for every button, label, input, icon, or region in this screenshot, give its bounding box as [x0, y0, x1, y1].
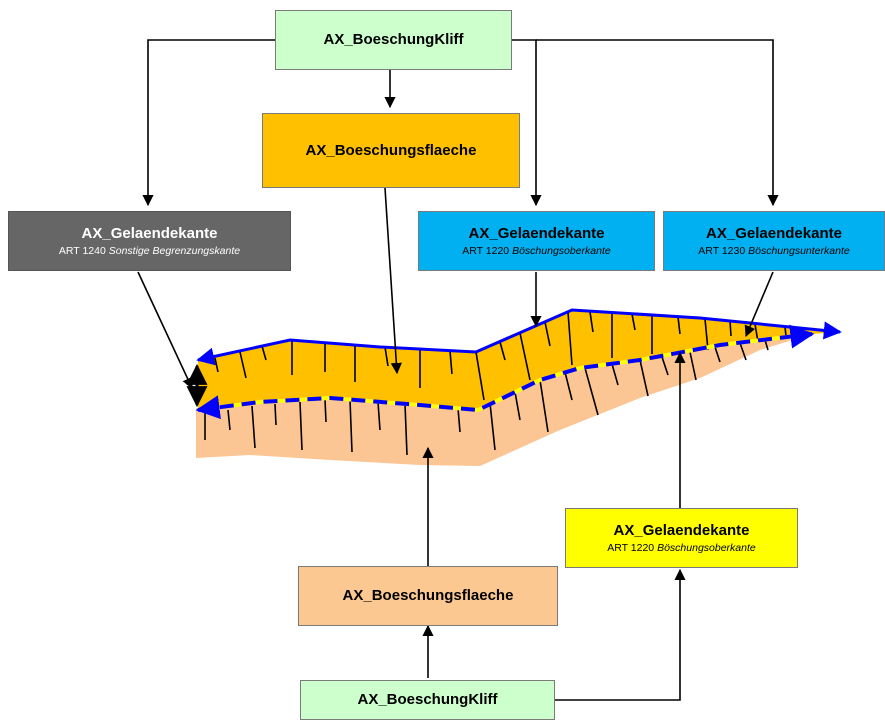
gelaendekante-cyan-1-desc: Böschungsoberkante [512, 244, 611, 257]
gelaendekante-grey-title: AX_Gelaendekante [81, 224, 218, 242]
gelaendekante-cyan-1-title: AX_Gelaendekante [468, 224, 605, 242]
top-connectors [142, 39, 779, 207]
bottom-connectors [422, 351, 686, 701]
gelaendekante-cyan-1-box: AX_Gelaendekante ART 1220 Böschungsoberk… [418, 211, 655, 271]
bottom-boeschungsflaeche-title: AX_Boeschungsflaeche [342, 587, 514, 604]
pointer-lines [137, 187, 774, 390]
top-boeschungkliff-title: AX_BoeschungKliff [323, 31, 464, 48]
gelaendekante-grey-desc: Sonstige Begrenzungskante [108, 244, 241, 257]
gelaendekante-yellow-box: AX_Gelaendekante ART 1220 Böschungsoberk… [565, 508, 798, 568]
bottom-boeschungsflaeche-box: AX_Boeschungsflaeche [298, 566, 558, 626]
top-boeschungsflaeche-box: AX_Boeschungsflaeche [262, 113, 520, 188]
gelaendekante-grey-box: AX_Gelaendekante ART 1240 Sonstige Begre… [8, 211, 291, 271]
gelaendekante-cyan-2-art: ART 1230 [698, 244, 746, 257]
gelaendekante-grey-art: ART 1240 [58, 244, 106, 257]
gelaendekante-cyan-1-art: ART 1220 [462, 244, 510, 257]
bottom-boeschungkliff-title: AX_BoeschungKliff [357, 691, 498, 708]
gelaendekante-yellow-desc: Böschungsoberkante [657, 541, 756, 554]
gelaendekante-yellow-art: ART 1220 [607, 541, 655, 554]
top-boeschungkliff-box: AX_BoeschungKliff [275, 10, 512, 70]
gelaendekante-cyan-2-desc: Böschungsunterkante [748, 244, 850, 257]
bottom-boeschungkliff-box: AX_BoeschungKliff [300, 680, 555, 720]
gelaendekante-yellow-title: AX_Gelaendekante [613, 521, 750, 539]
top-boeschungsflaeche-title: AX_Boeschungsflaeche [305, 141, 477, 159]
gelaendekante-cyan-2-box: AX_Gelaendekante ART 1230 Böschungsunter… [663, 211, 885, 271]
gelaendekante-cyan-2-title: AX_Gelaendekante [706, 224, 842, 242]
